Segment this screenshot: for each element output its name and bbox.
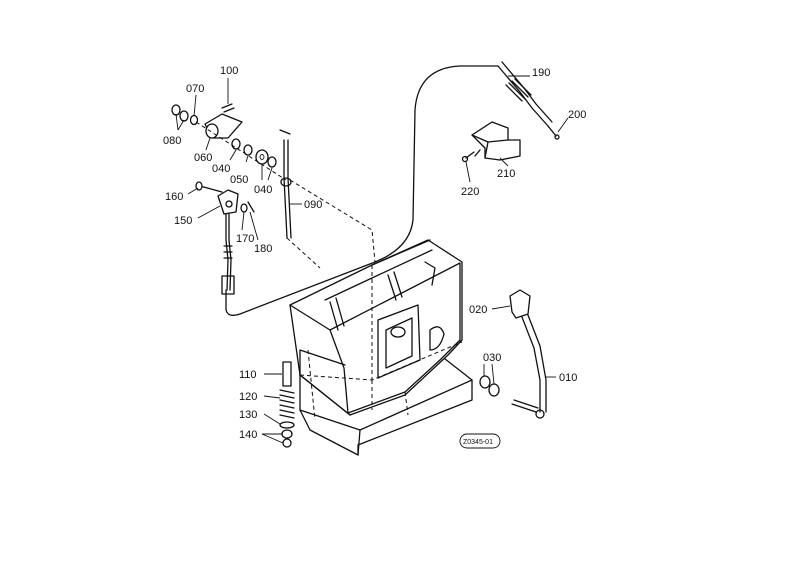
label-150: 150 [174,215,192,227]
reference-tag: Z0345-01 [459,433,501,449]
label-040b: 040 [254,184,272,196]
cable-end-fitting [505,78,560,140]
label-090: 090 [304,199,322,211]
label-050: 050 [230,174,248,186]
label-200: 200 [568,109,586,121]
label-010: 010 [559,372,577,384]
label-210: 210 [497,168,515,180]
label-220: 220 [461,186,479,198]
reference-code: Z0345-01 [463,439,493,446]
leader-lines [175,75,569,444]
bracket-210 [471,121,521,161]
label-130: 130 [239,409,257,421]
label-140: 140 [239,429,257,441]
label-160: 160 [165,191,183,203]
label-030: 030 [483,352,501,364]
part-labels: 010 020 030 040 040 050 060 070 080 090 … [163,65,586,441]
label-080: 080 [163,135,181,147]
label-100: 100 [220,65,238,77]
label-110: 110 [239,369,257,381]
cable-190 [225,61,560,316]
label-020: 020 [469,304,487,316]
lever-010 [511,309,547,419]
knob-020 [509,289,531,319]
label-070: 070 [186,83,204,95]
washers-030 [479,375,500,397]
spring-stack [279,361,295,448]
label-060: 060 [194,152,212,164]
housing [289,239,473,456]
label-040a: 040 [212,163,230,175]
bolt-220 [461,151,475,163]
label-180: 180 [254,243,272,255]
label-190: 190 [532,67,550,79]
rod-090 [279,129,376,269]
label-170: 170 [236,233,254,245]
label-120: 120 [239,391,257,403]
